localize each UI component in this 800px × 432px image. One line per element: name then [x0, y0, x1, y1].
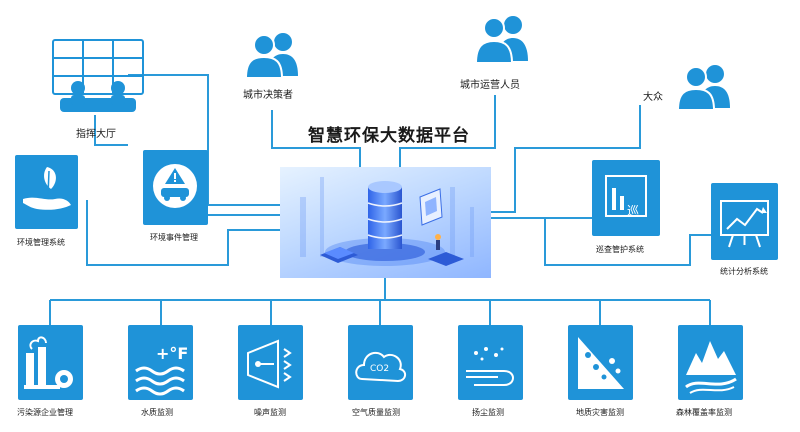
- leaf-hand-icon: [23, 167, 71, 210]
- monitor-box-geology[interactable]: [568, 325, 633, 400]
- command-hall-label: 指挥大厅: [76, 129, 116, 140]
- city-operators-label: 城市运营人员: [460, 80, 520, 91]
- monitor-box-air[interactable]: CO2: [348, 325, 413, 400]
- city-decision-makers-icon: [240, 30, 306, 79]
- patrol-management-box[interactable]: 巡: [592, 160, 660, 236]
- platform-title: 智慧环保大数据平台: [308, 126, 470, 146]
- platform-illustration: [280, 167, 491, 278]
- patrol-chart-icon: [605, 175, 647, 217]
- monitor-box-forest[interactable]: [678, 325, 743, 400]
- city-operators-icon: [470, 13, 536, 64]
- monitor-label-noise: 噪声监测: [254, 408, 286, 417]
- monitor-label-pollution: 污染源企业管理: [17, 408, 73, 417]
- presentation-chart-icon: [720, 200, 769, 248]
- svg-text:+°F: +°F: [156, 344, 188, 363]
- monitor-box-water[interactable]: +°F: [128, 325, 193, 400]
- forest-icon: [685, 341, 737, 394]
- patrol-glyph: 巡: [627, 204, 640, 218]
- env-event-label: 环境事件管理: [150, 233, 198, 242]
- monitor-box-noise[interactable]: [238, 325, 303, 400]
- co2-text: CO2: [370, 364, 390, 374]
- monitor-label-dust: 扬尘监测: [472, 408, 504, 417]
- factory-icon: [24, 336, 73, 389]
- city-decision-makers-label: 城市决策者: [243, 90, 293, 101]
- monitor-label-forest: 森林覆盖率监测: [676, 408, 732, 417]
- env-event-box[interactable]: [143, 150, 208, 225]
- dust-icon: [466, 347, 514, 386]
- co2-cloud-icon: [355, 351, 406, 383]
- env-management-box[interactable]: [15, 155, 78, 229]
- command-hall-icon: [45, 38, 150, 120]
- monitor-box-dust[interactable]: [458, 325, 523, 400]
- speaker-icon: [247, 339, 292, 389]
- landslide-icon: [578, 337, 624, 389]
- monitor-label-water: 水质监测: [141, 408, 173, 417]
- statistics-analysis-box[interactable]: [711, 183, 778, 260]
- monitor-box-pollution[interactable]: [18, 325, 83, 400]
- public-icon: [672, 62, 738, 111]
- monitor-label-geology: 地质灾害监测: [576, 408, 624, 417]
- monitor-label-air: 空气质量监测: [352, 408, 400, 417]
- warning-car-icon: [153, 164, 197, 208]
- patrol-management-label: 巡查管护系统: [596, 245, 644, 254]
- statistics-analysis-label: 统计分析系统: [720, 267, 768, 276]
- water-temperature-icon: +°F: [135, 344, 188, 396]
- public-label: 大众: [643, 92, 663, 103]
- env-management-label: 环境管理系统: [17, 238, 65, 247]
